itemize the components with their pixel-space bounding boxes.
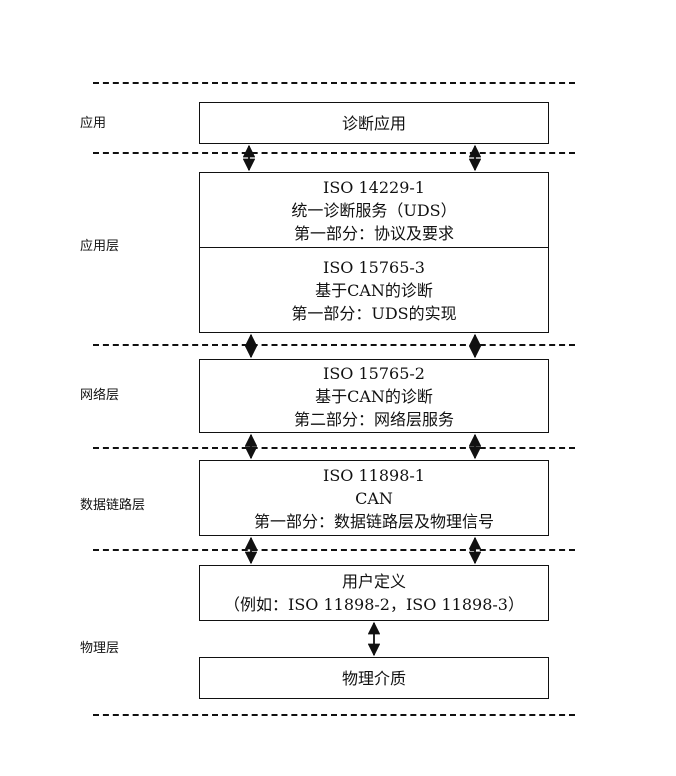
- double-arrow-icon: [469, 333, 481, 359]
- double-arrow-icon: [245, 536, 257, 565]
- double-arrow-icon: [368, 621, 380, 657]
- box-line: 第一部分：UDS的实现: [291, 303, 457, 323]
- box-iso-15765-3: ISO 15765-3 基于CAN的诊断 第一部分：UDS的实现: [199, 247, 549, 333]
- box-line: 第一部分：协议及要求: [293, 223, 454, 243]
- box-line: 诊断应用: [341, 113, 406, 133]
- layer-label-data-link-layer: 数据链路层: [80, 498, 146, 513]
- box-line: 用户定义: [341, 572, 406, 591]
- box-line: 统一诊断服务（UDS）: [291, 200, 457, 220]
- box-user-defined: 用户定义 （例如：ISO 11898-2，ISO 11898-3）: [199, 565, 549, 621]
- box-line: 基于CAN的诊断: [315, 280, 433, 300]
- box-iso-15765-2: ISO 15765-2 基于CAN的诊断 第二部分：网络层服务: [199, 359, 549, 433]
- box-diagnostic-application: 诊断应用: [199, 102, 549, 144]
- box-line: （例如：ISO 11898-2，ISO 11898-3）: [224, 595, 524, 614]
- box-iso-11898-1: ISO 11898-1 CAN 第一部分：数据链路层及物理信号: [199, 460, 549, 536]
- box-line: ISO 11898-1: [323, 465, 425, 485]
- box-line: ISO 15765-2: [323, 363, 425, 383]
- layer-label-application-layer: 应用层: [80, 239, 120, 254]
- box-line: 物理介质: [341, 668, 406, 688]
- layer-label-network-layer: 网络层: [80, 388, 120, 403]
- layer-label-physical-layer: 物理层: [80, 641, 120, 656]
- double-arrow-icon: [243, 144, 255, 172]
- layer-separator-6: [93, 714, 575, 716]
- box-line: ISO 15765-3: [323, 257, 425, 277]
- box-line: 基于CAN的诊断: [315, 386, 433, 406]
- double-arrow-icon: [469, 433, 481, 460]
- layer-separator-2: [93, 152, 575, 154]
- layer-label-application: 应用: [80, 116, 107, 131]
- double-arrow-icon: [245, 333, 257, 359]
- layer-separator-5: [93, 549, 575, 551]
- double-arrow-icon: [469, 144, 481, 172]
- box-line: 第二部分：网络层服务: [293, 409, 454, 429]
- box-line: 第一部分：数据链路层及物理信号: [253, 511, 494, 531]
- box-line: ISO 14229-1: [323, 177, 425, 197]
- box-iso-14229-1: ISO 14229-1 统一诊断服务（UDS） 第一部分：协议及要求: [199, 172, 549, 248]
- layer-separator-4: [93, 447, 575, 449]
- layer-separator-1: [93, 82, 575, 84]
- box-physical-medium: 物理介质: [199, 657, 549, 699]
- double-arrow-icon: [469, 536, 481, 565]
- layer-separator-3: [93, 344, 575, 346]
- box-line: CAN: [355, 488, 393, 508]
- double-arrow-icon: [245, 433, 257, 460]
